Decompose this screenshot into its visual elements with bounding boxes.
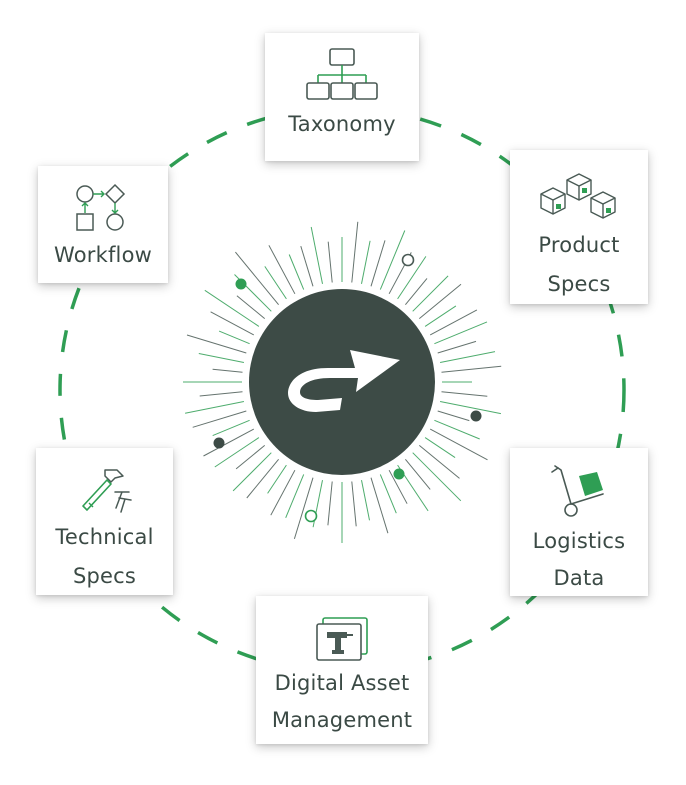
- hub-ray: [441, 391, 488, 397]
- hub-ray: [424, 437, 456, 459]
- hub-ray: [327, 481, 333, 526]
- hub-ray: [203, 428, 255, 457]
- hub-ray: [437, 340, 477, 354]
- hub-circle: [249, 289, 435, 475]
- hub-ray: [236, 295, 266, 319]
- hub-ray: [268, 245, 296, 295]
- hub-ray: [379, 474, 397, 514]
- hub-ray: [186, 334, 247, 354]
- dam-label-line2: Management: [271, 708, 413, 732]
- hub-ray: [351, 481, 357, 527]
- card-product-specs: Product Specs: [510, 150, 648, 304]
- hub-ray: [293, 477, 314, 540]
- hub-ray: [418, 445, 460, 479]
- hub-ray: [412, 452, 462, 502]
- hub-ray: [232, 452, 272, 492]
- hub-ray: [212, 419, 250, 437]
- hub-ray: [440, 351, 496, 363]
- hub-ray: [405, 278, 428, 306]
- hub-ray: [270, 469, 296, 516]
- hand-truck-icon: [551, 465, 604, 517]
- hub-ray: [437, 410, 470, 422]
- hub-ray: [327, 241, 333, 283]
- card-taxonomy: Taxonomy: [265, 33, 419, 161]
- hub-ray: [418, 283, 462, 319]
- hub-ray: [235, 445, 266, 470]
- hub-ray: [214, 437, 260, 468]
- orbit-dot-dark-left: [213, 437, 225, 449]
- hub-ray: [434, 321, 488, 345]
- hub-ray: [300, 245, 314, 287]
- hub-ray: [379, 230, 406, 290]
- hub-ray: [199, 391, 243, 397]
- hub-ray: [310, 226, 323, 284]
- logistics-data-label-line2: Data: [553, 566, 605, 590]
- hub-ray: [434, 419, 480, 440]
- taxonomy-label: Taxonomy: [288, 112, 396, 136]
- hub-ray: [351, 221, 359, 283]
- hub-ray: [185, 401, 244, 414]
- hub-ray: [246, 458, 279, 499]
- orbit-dot-hollow-bottom: [304, 509, 318, 523]
- hub-ray: [285, 474, 305, 518]
- technical-specs-label-line2: Specs: [72, 564, 137, 588]
- hub-ray: [210, 311, 255, 336]
- orbit-dot-green-bottom: [393, 468, 405, 480]
- hub-ray: [441, 365, 502, 373]
- hub-ray: [412, 275, 449, 312]
- hub-ray: [361, 240, 371, 284]
- card-workflow: Workflow: [38, 166, 168, 283]
- hierarchy-icon: [306, 48, 378, 100]
- logistics-data-label-line1: Logistics: [532, 529, 626, 553]
- hub-ray: [361, 480, 370, 521]
- orbit-dot-dark-right: [470, 410, 482, 422]
- hub-ray: [388, 469, 408, 504]
- flowchart-icon: [76, 183, 126, 231]
- orbit-dot-hollow-top-right: [401, 253, 415, 267]
- hub-ray: [424, 305, 457, 327]
- hub-ray: [204, 289, 260, 327]
- hub-ray: [198, 353, 244, 363]
- hub-ray: [370, 240, 386, 287]
- dam-label-line1: Digital Asset: [274, 671, 410, 695]
- card-digital-asset-management: Digital Asset Management: [256, 596, 428, 744]
- u-turn-arrow-icon: [288, 350, 400, 412]
- hub-ray: [218, 330, 250, 345]
- card-technical-specs: Technical Specs: [36, 448, 173, 595]
- hub-ray: [288, 254, 305, 290]
- hub-ray: [405, 458, 431, 490]
- hub-ray: [264, 266, 287, 300]
- product-specs-label-line2: Specs: [547, 272, 611, 296]
- workflow-label: Workflow: [53, 243, 153, 267]
- orbit-dot-green-top-left: [235, 278, 247, 290]
- technical-specs-label-line1: Technical: [55, 525, 154, 549]
- product-specs-label-line1: Product: [538, 233, 620, 257]
- card-logistics-data: Logistics Data: [510, 448, 648, 596]
- hub-ray: [212, 368, 243, 373]
- hub-ray: [192, 410, 247, 428]
- hub-ray: [429, 428, 488, 461]
- hub-ray: [235, 251, 279, 306]
- drill-images-icon: [316, 617, 368, 661]
- hub-ray: [440, 401, 501, 415]
- hub-rays: [183, 221, 502, 543]
- hammer-nails-icon: [81, 469, 132, 513]
- hub-ray: [267, 464, 287, 494]
- hub-ray: [429, 309, 478, 336]
- hub-ray: [370, 477, 389, 534]
- hub-ray: [397, 256, 427, 300]
- boxes-icon: [540, 173, 616, 219]
